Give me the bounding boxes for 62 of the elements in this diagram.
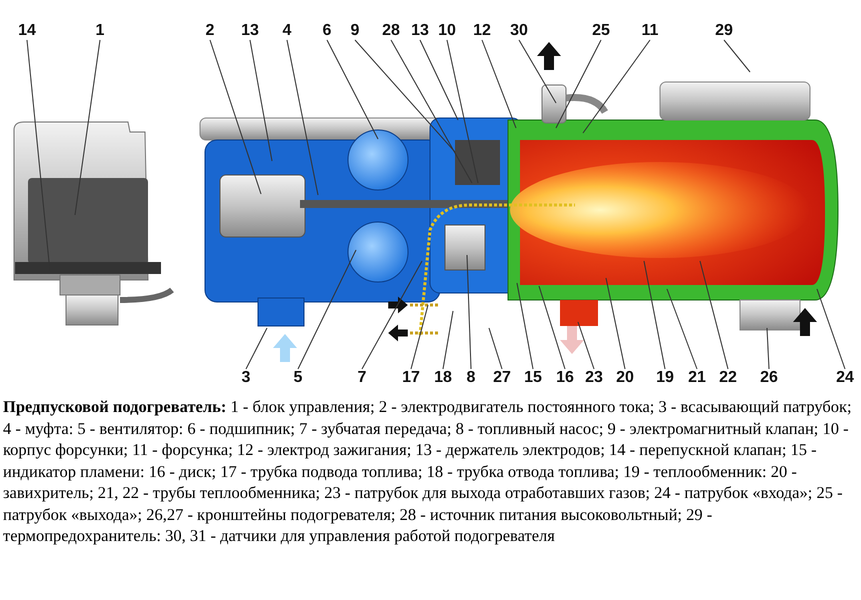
callout-number: 3	[234, 369, 258, 387]
callout-number: 8	[459, 369, 483, 387]
callout-number: 12	[470, 22, 494, 40]
leader-line	[298, 250, 356, 370]
callout-number: 13	[238, 22, 262, 40]
callout-number: 6	[315, 22, 339, 40]
callout-number: 13	[408, 22, 432, 40]
callout-number: 14	[15, 22, 39, 40]
leader-line	[724, 40, 750, 72]
leader-line	[538, 286, 566, 370]
leader-line	[74, 40, 100, 216]
leader-line	[488, 328, 502, 370]
callout-number: 16	[553, 369, 577, 387]
callout-number: 26	[757, 369, 781, 387]
leader-line	[286, 40, 318, 196]
callout-number: 23	[582, 369, 606, 387]
caption: Предпусковой подогреватель: 1 - блок управления; 2 - электродвигатель постоянного тока; 3 - всасывающий патрубок; 4 - муфта: 5 - вентилятор: 6 - подшипник; 7 - зубчатая передача; 8 - топливный насос; 9 - электромагнитный клапан; 10 - корпус форсунки; 11 - форсунка; 12 - электрод зажигания; 13 - держатель электродов; 14 - перепускной клапан; 15 - индикатор пламени: 16 - диск; 17 - трубка подвода топлива; 18 - трубка отвода топлива; 19 - теплообменник: 20 - завихритель; 21, 22 - трубы теплообменника; 23 - патрубок для выхода отработавших газов; 24 - патрубок «входа»; 25 - патрубок «выхода»; 26,27 - кронштейны подогревателя; 28 - источник питания высоковольтный; 29 - термопредохранитель: 30, 31 - датчики для управления работой подогревателя	[3, 396, 853, 546]
leader-line	[518, 40, 556, 104]
leader-line	[482, 40, 516, 128]
leader-line	[766, 328, 770, 370]
callout-number: 20	[613, 369, 637, 387]
leader-line	[466, 254, 472, 370]
leader-line	[250, 40, 272, 162]
leader-line	[666, 288, 698, 370]
callout-number: 30	[507, 22, 531, 40]
callout-number: 17	[399, 369, 423, 387]
leader-line	[700, 260, 728, 370]
leader-line	[420, 40, 458, 120]
leader-line	[410, 304, 428, 370]
callout-number: 24	[833, 369, 857, 387]
leader-line	[816, 288, 846, 370]
leader-line	[606, 278, 626, 370]
callout-number: 19	[653, 369, 677, 387]
callout-number: 22	[716, 369, 740, 387]
leader-line	[326, 40, 378, 140]
callout-number: 5	[286, 369, 310, 387]
callout-number: 11	[638, 22, 662, 40]
callout-number: 15	[521, 369, 545, 387]
leader-line	[578, 322, 594, 370]
callout-number: 9	[343, 22, 367, 40]
leader-line	[556, 40, 602, 128]
callout-number: 25	[589, 22, 613, 40]
leader-line	[644, 260, 666, 370]
callout-number: 18	[431, 369, 455, 387]
callout-number: 10	[435, 22, 459, 40]
callout-number: 2	[198, 22, 222, 40]
callout-number: 7	[350, 369, 374, 387]
leader-line	[446, 40, 478, 184]
callout-number: 4	[275, 22, 299, 40]
leader-line	[210, 40, 262, 194]
leader-line	[516, 282, 534, 370]
leader-line	[354, 40, 456, 152]
leader-line	[442, 310, 454, 370]
callout-number: 28	[379, 22, 403, 40]
leader-line	[582, 40, 650, 134]
callout-number: 29	[712, 22, 736, 40]
callout-number: 27	[490, 369, 514, 387]
leader-line	[390, 40, 472, 184]
callout-number: 1	[88, 22, 112, 40]
callout-number: 21	[685, 369, 709, 387]
leader-line	[246, 328, 268, 370]
leader-line	[362, 260, 422, 370]
